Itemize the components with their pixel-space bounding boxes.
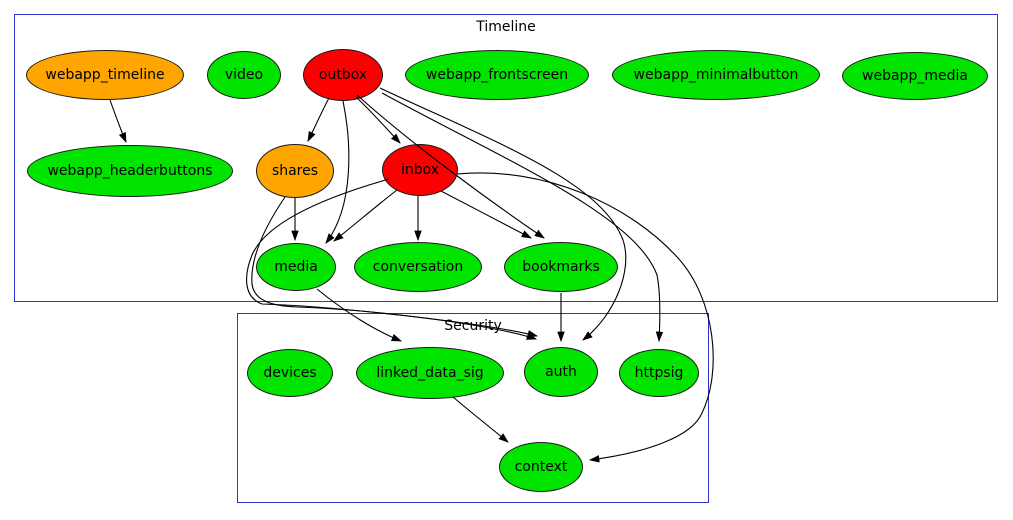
node-label-context: context <box>514 459 568 475</box>
cluster-label-security: Security <box>444 318 502 334</box>
node-label-linked_data_sig: linked_data_sig <box>376 365 484 381</box>
node-httpsig: httpsig <box>619 349 699 397</box>
node-shares: shares <box>256 144 334 198</box>
node-label-webapp_frontscreen: webapp_frontscreen <box>425 67 569 83</box>
node-webapp_headerbuttons: webapp_headerbuttons <box>27 145 233 197</box>
node-label-webapp_minimalbutton: webapp_minimalbutton <box>633 67 799 83</box>
node-inbox: inbox <box>382 144 458 196</box>
node-webapp_media: webapp_media <box>842 52 988 100</box>
node-label-webapp_headerbuttons: webapp_headerbuttons <box>47 163 213 179</box>
node-label-inbox: inbox <box>400 162 440 178</box>
node-conversation: conversation <box>354 242 482 292</box>
node-label-devices: devices <box>263 365 317 381</box>
node-label-webapp_media: webapp_media <box>862 68 968 84</box>
node-label-conversation: conversation <box>372 259 464 275</box>
node-media: media <box>256 243 336 291</box>
cluster-security: Security <box>237 313 709 503</box>
node-linked_data_sig: linked_data_sig <box>356 347 504 399</box>
node-outbox: outbox <box>303 49 383 101</box>
node-label-bookmarks: bookmarks <box>522 259 600 275</box>
node-auth: auth <box>524 347 598 397</box>
node-label-auth: auth <box>545 364 577 380</box>
node-label-shares: shares <box>271 163 319 179</box>
node-webapp_minimalbutton: webapp_minimalbutton <box>612 50 820 100</box>
node-devices: devices <box>247 349 333 397</box>
cluster-label-timeline: Timeline <box>476 19 536 35</box>
node-label-video: video <box>224 67 264 83</box>
node-label-media: media <box>274 259 318 275</box>
node-bookmarks: bookmarks <box>504 242 618 292</box>
node-label-webapp_timeline: webapp_timeline <box>45 67 165 83</box>
node-label-httpsig: httpsig <box>634 365 684 381</box>
node-label-outbox: outbox <box>318 67 368 83</box>
node-webapp_timeline: webapp_timeline <box>26 50 184 100</box>
node-video: video <box>207 51 281 99</box>
node-webapp_frontscreen: webapp_frontscreen <box>405 50 589 100</box>
node-context: context <box>499 442 583 492</box>
